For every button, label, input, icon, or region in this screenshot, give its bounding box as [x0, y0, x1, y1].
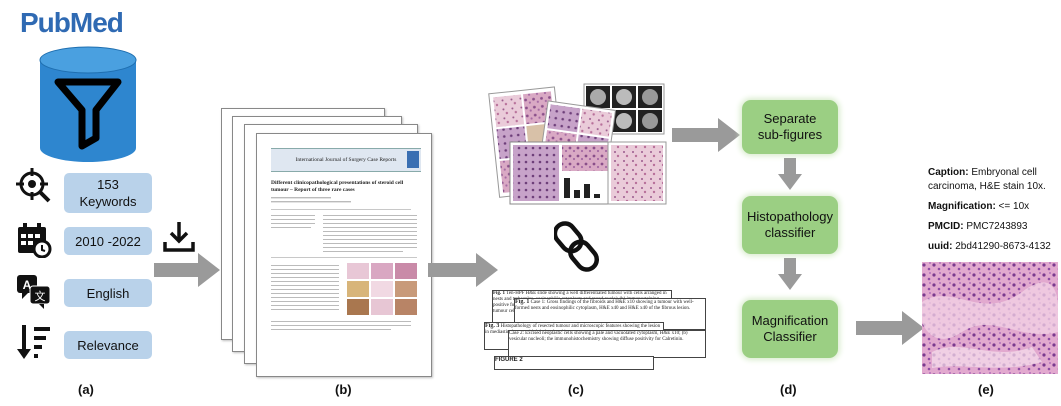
result-uuid: uuid: 2bd41290-8673-4132 [928, 240, 1058, 254]
filter-relevance: Relevance [64, 331, 152, 359]
step-histopathology-classifier: Histopathology classifier [742, 196, 838, 254]
filter-years: 2010 -2022 [64, 227, 152, 255]
panel-label-b: (b) [335, 382, 352, 397]
extracted-figures-collage [488, 83, 667, 205]
step-separate-subfigures: Separate sub-figures [742, 100, 838, 154]
result-pmcid: PMCID: PMC7243893 [928, 220, 1058, 234]
magnification-key: Magnification: [928, 201, 996, 212]
target-crosshair-icon [16, 168, 51, 203]
calendar-clock-icon [18, 223, 52, 258]
paper-journal-title: International Journal of Surgery Case Re… [295, 157, 397, 163]
magnification-value: <= 10x [995, 201, 1030, 212]
paper-title: Different clinicopathological presentati… [271, 180, 404, 193]
caption-figure2-label: FIGURE 2 [495, 357, 523, 363]
arrow-down-2 [778, 258, 802, 290]
pmcid-key: PMCID: [928, 221, 964, 232]
result-metadata: Caption: Embryonal cell carcinoma, H&E s… [928, 166, 1058, 254]
pmcid-value: PMC7243893 [963, 221, 1028, 232]
journal-cover-thumbnail [407, 151, 419, 168]
pubmed-logo: PubMed [20, 7, 160, 43]
panel-label-e: (e) [978, 382, 994, 397]
caption-strip-4: Case 2: Excised neoplastic cells showing… [508, 330, 706, 358]
translate-icon: A 文 [17, 275, 51, 309]
arrow-b-to-c [428, 253, 498, 287]
caption-fig1-label: Fig. 1 [515, 299, 530, 305]
caption-value: Embryonal cell carcinoma, H&E stain 10x. [928, 167, 1046, 192]
arrow-down-1 [778, 158, 802, 190]
pubmed-logo-pub: Pub [20, 7, 71, 38]
arrow-c-to-d [672, 118, 740, 152]
filter-keywords: 153 Keywords [64, 173, 152, 213]
panel-label-a: (a) [78, 382, 94, 397]
database-filter-icon [39, 46, 137, 162]
result-magnification: Magnification: <= 10x [928, 200, 1058, 214]
paper-front: International Journal of Surgery Case Re… [256, 133, 432, 377]
link-chain-icon [554, 221, 600, 272]
svg-text:文: 文 [35, 289, 46, 303]
sort-descending-icon [17, 325, 50, 359]
download-icon [163, 222, 195, 252]
uuid-value: 2bd41290-8673-4132 [952, 241, 1051, 252]
result-caption: Caption: Embryonal cell carcinoma, H&E s… [928, 166, 1058, 194]
paper-journal-header: International Journal of Surgery Case Re… [271, 148, 421, 172]
histopathology-image [922, 262, 1058, 374]
arrow-d-to-e [856, 311, 924, 345]
panel-label-c: (c) [568, 382, 584, 397]
arrow-a-to-b [154, 253, 220, 287]
svg-text:A: A [23, 278, 32, 292]
paper-text-lines [271, 197, 417, 330]
paper-figure-panels [347, 263, 417, 315]
filter-language: English [64, 279, 152, 307]
pubmed-logo-med: Med [69, 7, 124, 38]
caption-fig3-label: Fig. 3 [485, 323, 500, 329]
caption-strip-5: FIGURE 2 [494, 356, 654, 370]
caption-key: Caption: [928, 167, 969, 178]
caption-fig1-label-small: Fig. 1 [493, 291, 505, 296]
step-magnification-classifier: Magnification Classifier [742, 300, 838, 358]
panel-label-d: (d) [780, 382, 797, 397]
uuid-key: uuid: [928, 241, 953, 252]
